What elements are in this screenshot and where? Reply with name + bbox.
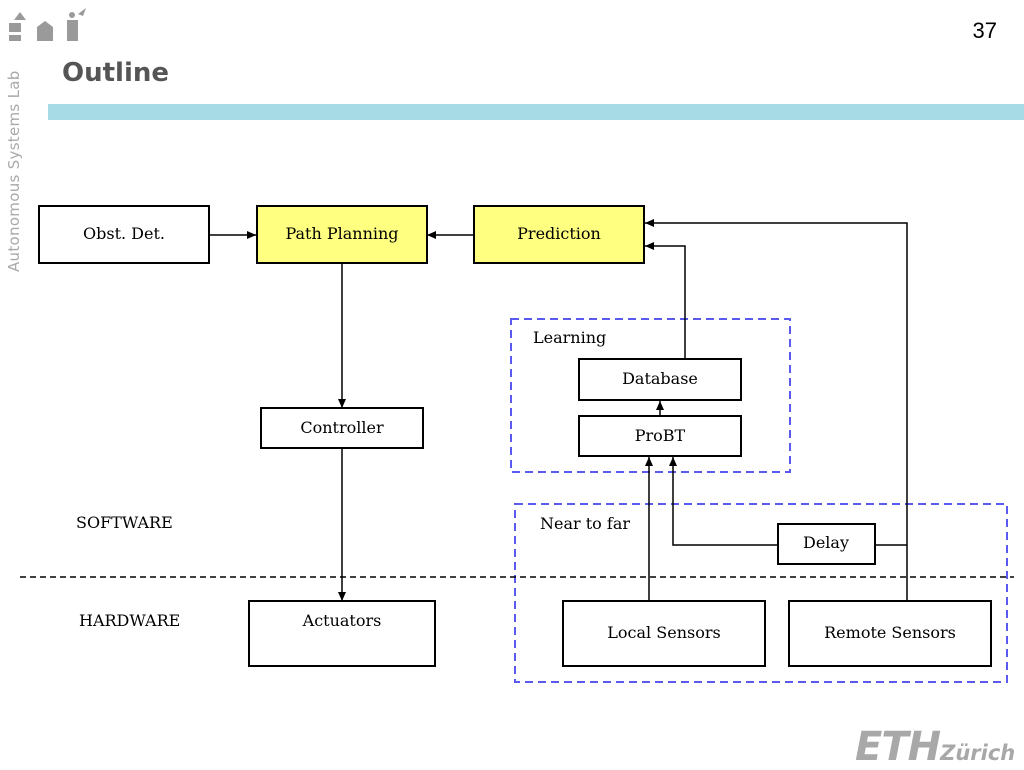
- node-remote-sensors: Remote Sensors: [788, 600, 992, 667]
- node-local-sensors: Local Sensors: [562, 600, 766, 667]
- node-remote-sensors-label: Remote Sensors: [824, 623, 956, 642]
- page-number: 37: [972, 18, 997, 43]
- node-controller-label: Controller: [300, 418, 384, 437]
- hardware-layer-label: HARDWARE: [79, 611, 180, 630]
- title-bar: [48, 104, 1024, 120]
- node-database: Database: [578, 358, 742, 401]
- node-obst-det: Obst. Det.: [38, 205, 210, 264]
- node-actuators: Actuators: [248, 600, 436, 667]
- node-prediction-label: Prediction: [517, 224, 601, 243]
- edge-delay-to-probt: [669, 457, 778, 546]
- eth-zurich-logo: ETHZürich: [855, 724, 1015, 770]
- eth-logo-city: Zürich: [940, 741, 1016, 765]
- node-probt: ProBT: [578, 415, 742, 457]
- node-local-sensors-label: Local Sensors: [607, 623, 720, 642]
- lab-logo-icon: [9, 8, 86, 41]
- node-path-planning-label: Path Planning: [285, 224, 398, 243]
- near-to-far-group: [514, 503, 1008, 683]
- near-to-far-group-label: Near to far: [540, 514, 630, 533]
- node-path-planning: Path Planning: [256, 205, 428, 264]
- software-layer-label: SOFTWARE: [76, 513, 173, 532]
- edge-database-to-prediction: [645, 242, 686, 359]
- node-obst-det-label: Obst. Det.: [83, 224, 165, 243]
- edge-remote-sensors-to-prediction: [645, 219, 908, 601]
- node-delay-label: Delay: [803, 533, 849, 552]
- node-probt-label: ProBT: [635, 426, 686, 445]
- slide-title: Outline: [62, 58, 170, 88]
- node-delay: Delay: [777, 523, 876, 565]
- node-database-label: Database: [622, 369, 698, 388]
- node-prediction: Prediction: [473, 205, 645, 264]
- eth-logo-mark: ETH: [855, 724, 941, 770]
- node-controller: Controller: [260, 407, 424, 449]
- learning-group-label: Learning: [533, 328, 606, 347]
- node-actuators-label: Actuators: [302, 611, 382, 630]
- learning-group: [510, 318, 791, 473]
